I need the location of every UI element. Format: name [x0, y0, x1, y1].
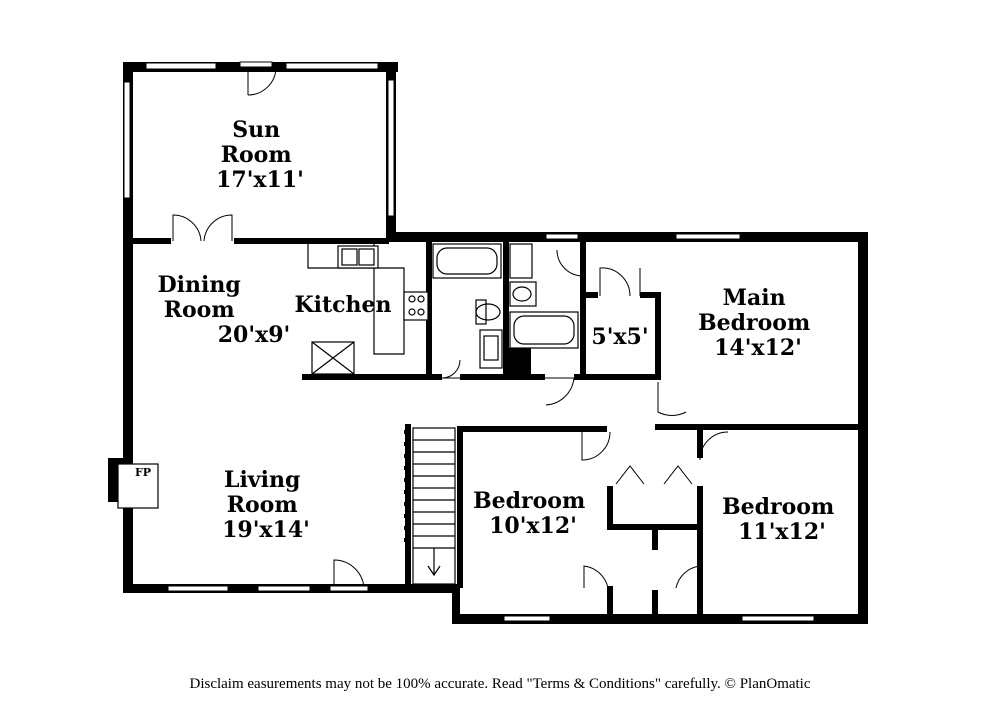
main-bedroom-label: Main Bedroom 14'x12' — [698, 285, 818, 361]
bedroom-b-label: Bedroom 11'x12' — [722, 494, 842, 545]
kitchen-fixtures — [307, 244, 429, 375]
fireplace: FP — [117, 463, 159, 509]
disclaimer-text: Disclaim easurements may not be 100% acc… — [189, 676, 811, 692]
dining-room-label: Dining Room 20'x9' — [158, 272, 291, 348]
sun-room-label: Sun Room 17'x11' — [216, 117, 304, 193]
fireplace-label: FP — [135, 466, 151, 479]
bath-fixtures — [432, 243, 579, 369]
bedroom-a-label: Bedroom 10'x12' — [473, 488, 593, 539]
room-labels: Sun Room 17'x11' Dining Room 20'x9' Kitc… — [158, 117, 842, 545]
kitchen-label: Kitchen — [294, 292, 391, 318]
windows — [123, 62, 815, 622]
closet-label: 5'x5' — [591, 324, 648, 350]
living-room-label: Living Room 19'x14' — [222, 467, 310, 543]
stairs — [404, 427, 456, 585]
doors — [172, 61, 729, 592]
